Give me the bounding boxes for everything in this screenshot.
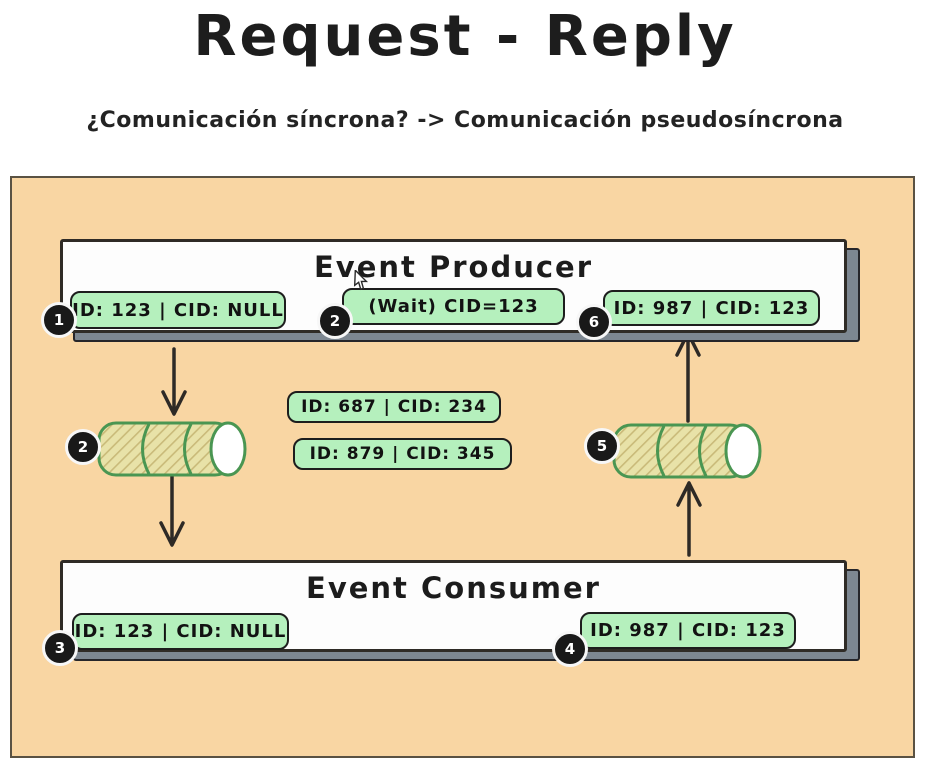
message-pill-1-label: ID: 687 | CID: 234 bbox=[301, 397, 487, 417]
message-pill-2[interactable]: ID: 879 | CID: 345 bbox=[293, 438, 512, 470]
step-badge-1[interactable]: 1 bbox=[41, 302, 77, 338]
step-badge-4[interactable]: 4 bbox=[552, 631, 588, 667]
page-title: Request - Reply bbox=[193, 4, 737, 69]
step-badge-2-producer[interactable]: 2 bbox=[317, 303, 353, 339]
message-pill-1[interactable]: ID: 687 | CID: 234 bbox=[287, 391, 501, 423]
consumer-pill-request[interactable]: ID: 123 | CID: NULL bbox=[72, 613, 289, 650]
reply-queue-cylinder[interactable] bbox=[610, 420, 765, 482]
step-badge-3[interactable]: 3 bbox=[42, 630, 78, 666]
producer-pill-reply[interactable]: ID: 987 | CID: 123 bbox=[603, 290, 820, 326]
producer-title: Event Producer bbox=[313, 250, 594, 284]
step-badge-2-queue[interactable]: 2 bbox=[65, 429, 101, 465]
diagram-canvas[interactable]: Event Producer ID: 123 | CID: NULL (Wait… bbox=[10, 176, 915, 758]
producer-pill-wait[interactable]: (Wait) CID=123 bbox=[342, 288, 565, 325]
consumer-pill-request-label: ID: 123 | CID: NULL bbox=[74, 621, 287, 642]
step-badge-5[interactable]: 5 bbox=[584, 428, 620, 464]
arrow-producer-to-queue bbox=[161, 347, 187, 416]
consumer-pill-reply-label: ID: 987 | CID: 123 bbox=[590, 620, 786, 641]
request-queue-cylinder[interactable] bbox=[95, 418, 250, 480]
message-pill-2-label: ID: 879 | CID: 345 bbox=[309, 444, 496, 464]
step-badge-6[interactable]: 6 bbox=[576, 304, 612, 340]
producer-pill-1[interactable]: ID: 123 | CID: NULL bbox=[70, 291, 286, 329]
consumer-pill-reply[interactable]: ID: 987 | CID: 123 bbox=[580, 612, 796, 649]
producer-pill-1-label: ID: 123 | CID: NULL bbox=[72, 299, 284, 321]
producer-pill-reply-label: ID: 987 | CID: 123 bbox=[613, 297, 810, 319]
arrow-consumer-to-replyqueue bbox=[676, 481, 702, 557]
producer-pill-wait-label: (Wait) CID=123 bbox=[368, 296, 539, 317]
page-subtitle: ¿Comunicación síncrona? -> Comunicación … bbox=[86, 108, 844, 133]
flow-arrows bbox=[159, 331, 702, 557]
arrow-replyqueue-to-producer bbox=[675, 331, 701, 423]
mouse-cursor-icon bbox=[353, 270, 369, 291]
arrow-queue-to-consumer bbox=[159, 474, 185, 547]
consumer-title: Event Consumer bbox=[306, 571, 601, 605]
